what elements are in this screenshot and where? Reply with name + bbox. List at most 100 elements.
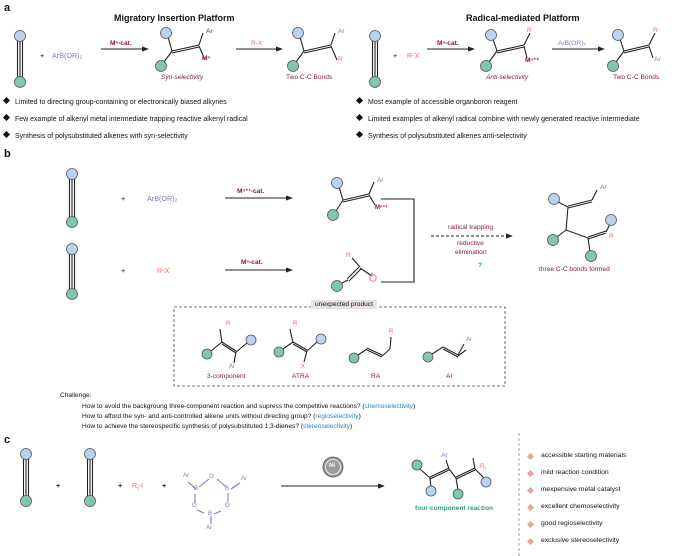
alkenyl-metal-a-right [488,32,531,63]
challenge-item: How to achieve the stereospecific synthe… [82,423,353,430]
unexpected-name: 3-component [207,373,246,380]
alkyne-b2 [68,253,76,290]
r-label: R [609,233,614,240]
question-mark: ? [478,262,483,269]
bullet-item: Synthesis of polysubstituted alkenes ant… [355,130,527,140]
green-ball [411,459,423,471]
boroxine-o: O [209,474,214,480]
boroxine-ring [187,478,241,524]
unexpected-name: RA [371,373,381,380]
boroxine-b: B [208,511,213,517]
unexpected-ar-label: Ar [229,364,235,370]
boroxine-ar: Ar [183,473,189,479]
rx-reagent: R-X [157,266,170,275]
ni-catalyst-label: Ni [329,463,335,469]
alkyne-a1 [16,40,24,78]
unexpected-product-title: unexpected product [311,300,377,309]
plus: + [162,481,167,490]
green-ball [422,351,434,363]
blue-ball [245,334,257,346]
green-ball [66,288,78,300]
green-ball [20,495,32,507]
blue-ball [548,193,560,205]
boroxine-o: O [225,503,230,509]
unexpected-x-label: X [301,364,306,370]
plus: + [393,51,398,60]
green-ball [273,346,285,358]
panel-a-label: a [4,2,11,14]
aryl-label: Ar [600,184,607,191]
blue-ball [20,448,32,460]
aryl-label: Ar [377,177,384,184]
green-ball [585,250,597,262]
boroxine-b: B [225,486,230,492]
boroxine-ar: Ar [241,476,247,482]
boroxine-o: O [192,503,197,509]
green-ball [607,60,619,72]
boroxine-b: B [194,486,199,492]
aryl-label: Ar [441,452,448,459]
green-ball [155,60,167,72]
feature-diamonds [526,452,535,546]
plus: + [121,194,126,203]
alkyne-a2 [371,40,379,78]
bullet-item: Most example of accessible organboron re… [355,96,517,106]
ni-catalyst-icon [322,456,344,478]
radical-circle [369,274,377,282]
radical-trapping-label: radical trapping [448,224,494,231]
panel-b-label: b [4,148,11,160]
green-ball [287,60,299,72]
blue-ball [66,243,78,255]
green-ball [331,280,343,292]
green-ball [327,209,339,221]
product-a-right [615,32,656,63]
rfi-reagent: Rf-I [132,481,143,493]
feature-item: mild reaction condition [541,469,609,476]
rf-label: Rf [480,463,487,473]
metal-label: Mⁿ⁺¹ [375,205,388,211]
arylboron-reagent: ArB(OR)₂ [147,194,178,203]
green-ball [14,76,26,88]
blue-ball [315,333,327,345]
green-ball [66,216,78,228]
r-label: R [338,56,343,63]
r-label: R [346,252,351,259]
challenge-item: How to avoid the backgroung three-compon… [82,403,416,410]
challenge-title: Challenge: [60,392,92,399]
catalyst-label: Mⁿ-cat. [110,40,132,47]
bullet-item: Limited examples of alkenyl radical comb… [355,113,640,123]
alkyne-c1 [22,458,30,497]
arylboron-label: ArB(OR)₂ [558,40,586,47]
unexpected-structures [210,328,467,364]
green-ball [452,488,464,500]
aryl-label: Ar [206,28,213,35]
rx-reagent: R-X [407,51,420,60]
catalyst-label: Mⁿ⁺¹-cat. [237,188,265,195]
plus: + [118,481,123,490]
alkenyl-metal-a [163,32,206,63]
feature-item: accessible starting materials [541,452,627,459]
blue-ball [485,29,497,41]
elimination-label: elimination [455,249,487,256]
four-component-label: four-component reaction [415,505,494,512]
metal-label: Mⁿ [202,55,211,62]
plus: + [56,481,61,490]
unexpected-r-label: R [293,321,298,327]
feature-item: excellent chemoselectivity [541,503,620,510]
rx-label: R-X [251,40,263,47]
metal-label: Mⁿ⁺² [525,57,539,64]
intermediate-b1 [335,181,376,212]
blue-ball [160,27,172,39]
aryl-label: Ar [654,56,661,63]
feature-item: exclusive stereoselectivity [541,537,620,544]
unexpected-r-label: R [226,321,231,327]
merge-bracket [381,198,415,283]
blue-ball [480,476,492,488]
syn-selectivity-label: Syn-selectivity [161,74,204,81]
anti-selectivity-label: Anti-selectivity [486,74,529,81]
unexpected-name: ATRA [292,373,310,380]
alkyne-c2 [86,458,94,497]
radical-mediated-title: Radical-mediated Platform [466,13,580,23]
bullet-item: Limited to directing group-containing or… [2,96,227,106]
